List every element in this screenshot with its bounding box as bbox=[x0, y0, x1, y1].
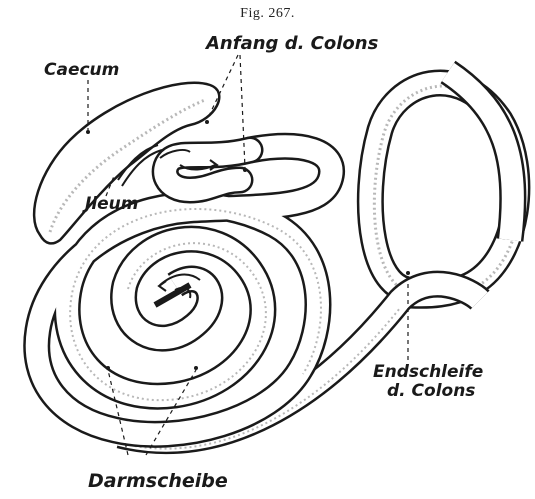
label-endschleife: Endschleife bbox=[373, 362, 483, 382]
label-ileum: Jleum bbox=[85, 194, 139, 214]
label-caecum: Caecum bbox=[44, 60, 119, 80]
label-endschleife-colons: d. Colons bbox=[387, 381, 475, 401]
label-darmscheibe: Darmscheibe bbox=[88, 470, 228, 492]
label-anfang-colons: Anfang d. Colons bbox=[206, 33, 378, 54]
endschleife-loop bbox=[370, 72, 521, 295]
